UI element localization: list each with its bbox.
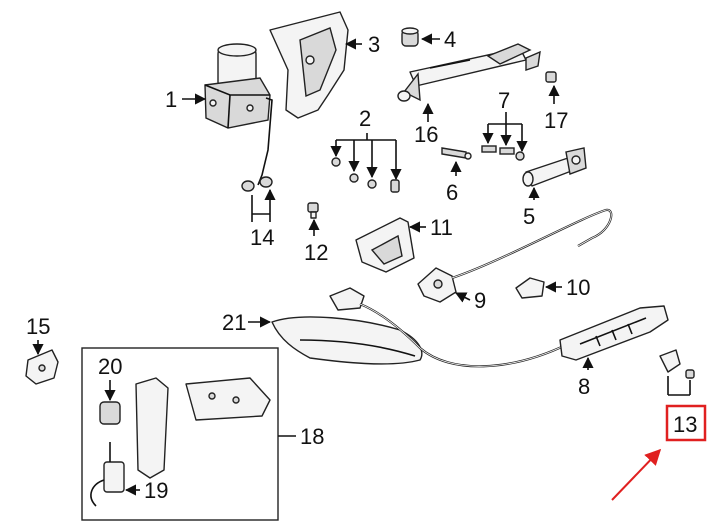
part-10-clip [515,277,545,299]
part-11-housing [355,217,415,273]
leader-7 [487,112,523,150]
leader-14 [251,190,270,222]
callout-17: 17 [544,108,568,133]
callout-8: 8 [578,374,590,399]
callout-15: 15 [26,314,50,339]
part-21-cover [271,316,423,365]
part-19-connector [90,442,125,507]
part-5-actuator [522,147,587,187]
leader-13 [667,376,691,396]
part-15-bracket [25,349,59,385]
part-17-bolt [545,71,557,83]
highlight-arrow [611,448,662,501]
callout-11: 11 [430,215,453,240]
part-9-latch [417,267,457,303]
leader-9 [454,292,471,303]
callout-19: 19 [144,478,168,503]
callout-21: 21 [222,310,246,335]
callout-2: 2 [359,106,371,131]
part-2-fasteners [331,157,400,193]
callout-10: 10 [566,275,590,300]
callout-9: 9 [474,288,486,313]
part-3-bracket [269,11,349,119]
part-18-frame [135,377,271,479]
bracket-rod [257,97,273,186]
part-12-clip [307,202,319,219]
callout-16: 16 [414,122,438,147]
highlight-box-13 [665,404,707,442]
callout-6: 6 [446,180,458,205]
callout-4: 4 [444,27,456,52]
callout-5: 5 [523,204,535,229]
leader-2 [335,133,397,178]
callout-12: 12 [304,240,328,265]
callout-7: 7 [498,88,510,113]
callout-18: 18 [300,424,324,449]
part-4-bushing [401,27,419,47]
part-14-grommets [241,176,273,192]
callout-3: 3 [368,32,380,57]
part-8-handle-cable [329,287,669,368]
part-7-bolts [481,145,525,161]
part-13-hardware [659,349,695,379]
part-16-cylinder [397,43,541,102]
callout-14: 14 [250,225,274,250]
group-box-18 [81,347,279,521]
callout-20: 20 [98,354,122,379]
callout-13: 13 [673,412,697,437]
part-6-pin [441,147,472,160]
callout-1: 1 [165,87,177,112]
part-20-sensor [99,401,121,425]
part-1-pump [204,43,271,129]
